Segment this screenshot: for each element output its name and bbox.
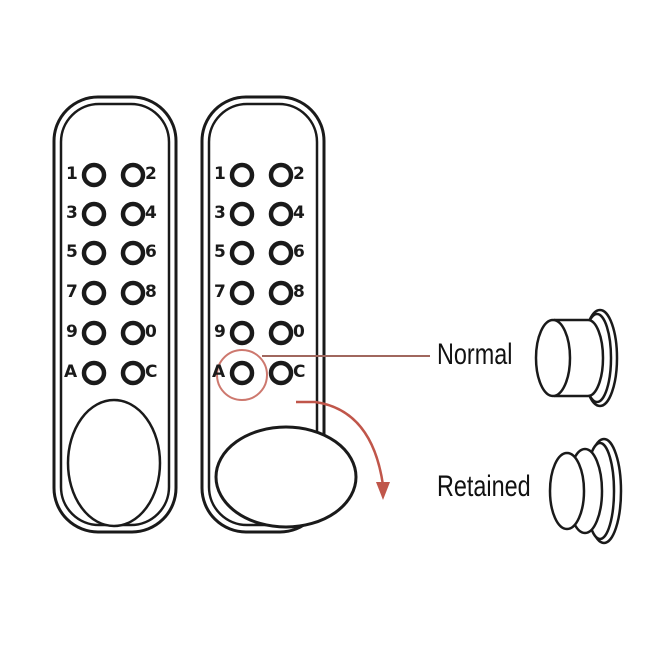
left-keypad-buttons	[81, 162, 146, 386]
key-label: 9	[214, 322, 226, 342]
key-label: 2	[145, 164, 157, 184]
key-label: 0	[145, 322, 157, 342]
left-knob	[66, 398, 162, 528]
key-label: 7	[214, 282, 226, 302]
key-label: A	[212, 362, 226, 382]
retained-label: Retained	[437, 470, 531, 503]
right-lock-body	[200, 95, 358, 534]
key-label: C	[145, 362, 158, 382]
key-label: 3	[66, 203, 78, 223]
arrow-head-icon	[376, 482, 390, 500]
normal-label: Normal	[437, 338, 513, 371]
key-label: C	[293, 362, 306, 382]
key-label: 1	[66, 164, 78, 184]
key-label: 4	[145, 203, 157, 223]
key-label: A	[64, 362, 78, 382]
key-label: 5	[214, 242, 226, 262]
key-label: 2	[293, 164, 305, 184]
key-label: 8	[145, 282, 157, 302]
key-label: 4	[293, 203, 305, 223]
right-keypad-buttons	[229, 162, 294, 386]
rotate-arrow	[296, 400, 385, 486]
right-knob-turned	[214, 425, 358, 529]
key-label: 9	[66, 322, 78, 342]
key-label: 5	[66, 242, 78, 262]
key-label: 3	[214, 203, 226, 223]
key-label: 6	[145, 242, 157, 262]
highlight-circle	[216, 349, 268, 401]
retained-button-illustration	[548, 437, 623, 545]
left-lock-body	[52, 95, 178, 534]
normal-button-illustration	[534, 308, 619, 408]
key-label: 0	[293, 322, 305, 342]
key-label: 6	[293, 242, 305, 262]
key-label: 8	[293, 282, 305, 302]
key-label: 7	[66, 282, 78, 302]
key-label: 1	[214, 164, 226, 184]
